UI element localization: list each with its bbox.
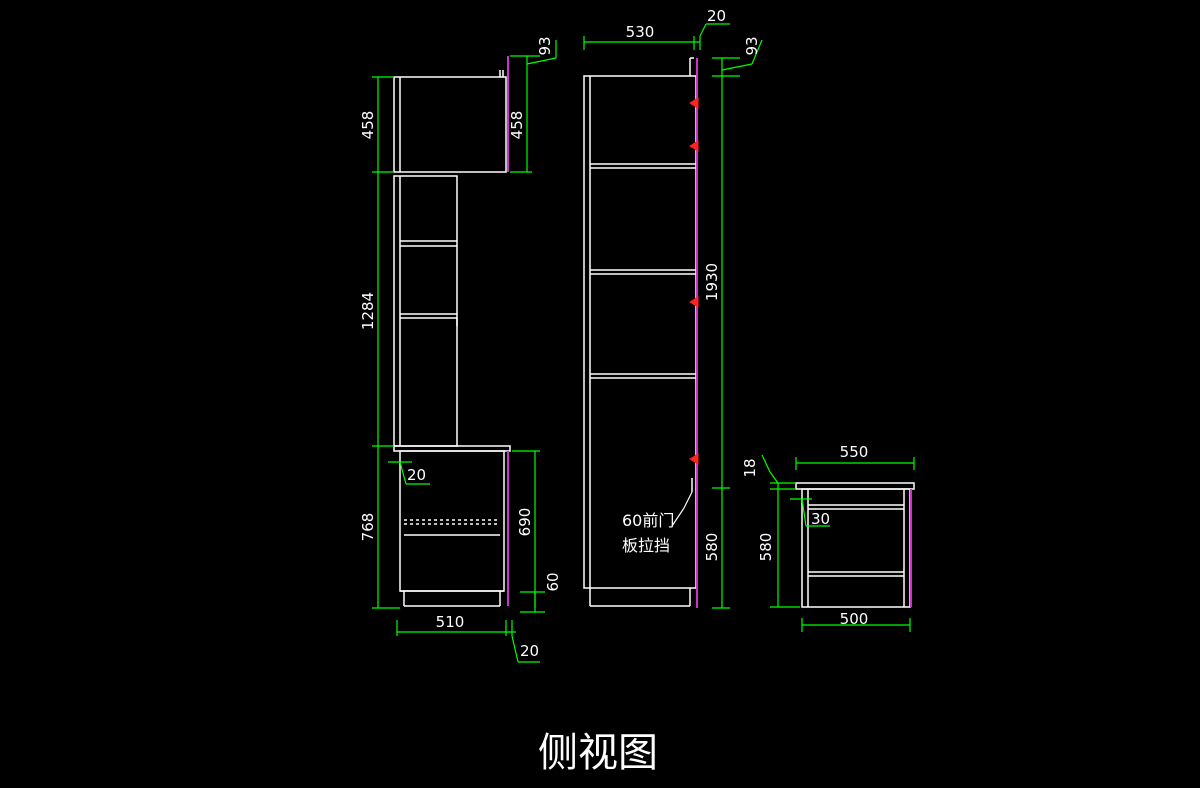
left-middle-section	[393, 175, 458, 447]
left-top-cabinet	[393, 76, 507, 173]
middle-dim-top-offset: 93	[743, 36, 761, 55]
hinge-icon	[689, 97, 699, 109]
left-dim-bottom: 768	[359, 513, 377, 542]
right-dim-thickness: 18	[741, 458, 759, 477]
left-dim-middle: 1284	[359, 292, 377, 330]
right-countertop	[795, 482, 915, 490]
left-dim-base: 60	[544, 572, 562, 591]
left-dim-width: 510	[436, 613, 465, 631]
right-dim-top-width: 550	[840, 443, 869, 461]
right-base-cabinet	[801, 488, 911, 608]
left-dim-inner-gap: 20	[407, 466, 426, 484]
left-dim-gap-bottom: 20	[520, 642, 539, 660]
middle-dim-total: 1930	[703, 263, 721, 301]
right-dim-height: 580	[757, 533, 775, 562]
hinge-markers	[689, 97, 699, 465]
left-side-view	[393, 70, 511, 607]
hinge-icon	[689, 296, 699, 308]
middle-dimensions	[583, 23, 763, 609]
middle-dim-bottom: 580	[703, 533, 721, 562]
hinge-icon	[689, 140, 699, 152]
middle-dim-width: 530	[626, 23, 655, 41]
right-side-view	[795, 482, 915, 608]
right-dim-bottom-width: 500	[840, 610, 869, 628]
left-dim-top: 458	[359, 111, 377, 140]
left-dim-right-bottom: 690	[516, 508, 534, 537]
drawing-title: 侧视图	[538, 730, 658, 776]
hinge-icon	[689, 453, 699, 465]
left-dimensions	[372, 40, 557, 663]
note-front-door-line1: 60前门	[622, 511, 674, 530]
left-dim-right-top: 458	[508, 111, 526, 140]
middle-dim-top-gap: 20	[707, 7, 726, 25]
note-leader	[683, 491, 693, 509]
right-dimensions	[761, 454, 915, 632]
right-dim-inset: 30	[811, 510, 830, 528]
left-dim-gap-top: 93	[536, 36, 554, 55]
note-front-door-line2: 板拉挡	[622, 536, 670, 555]
note-leader	[671, 507, 685, 527]
